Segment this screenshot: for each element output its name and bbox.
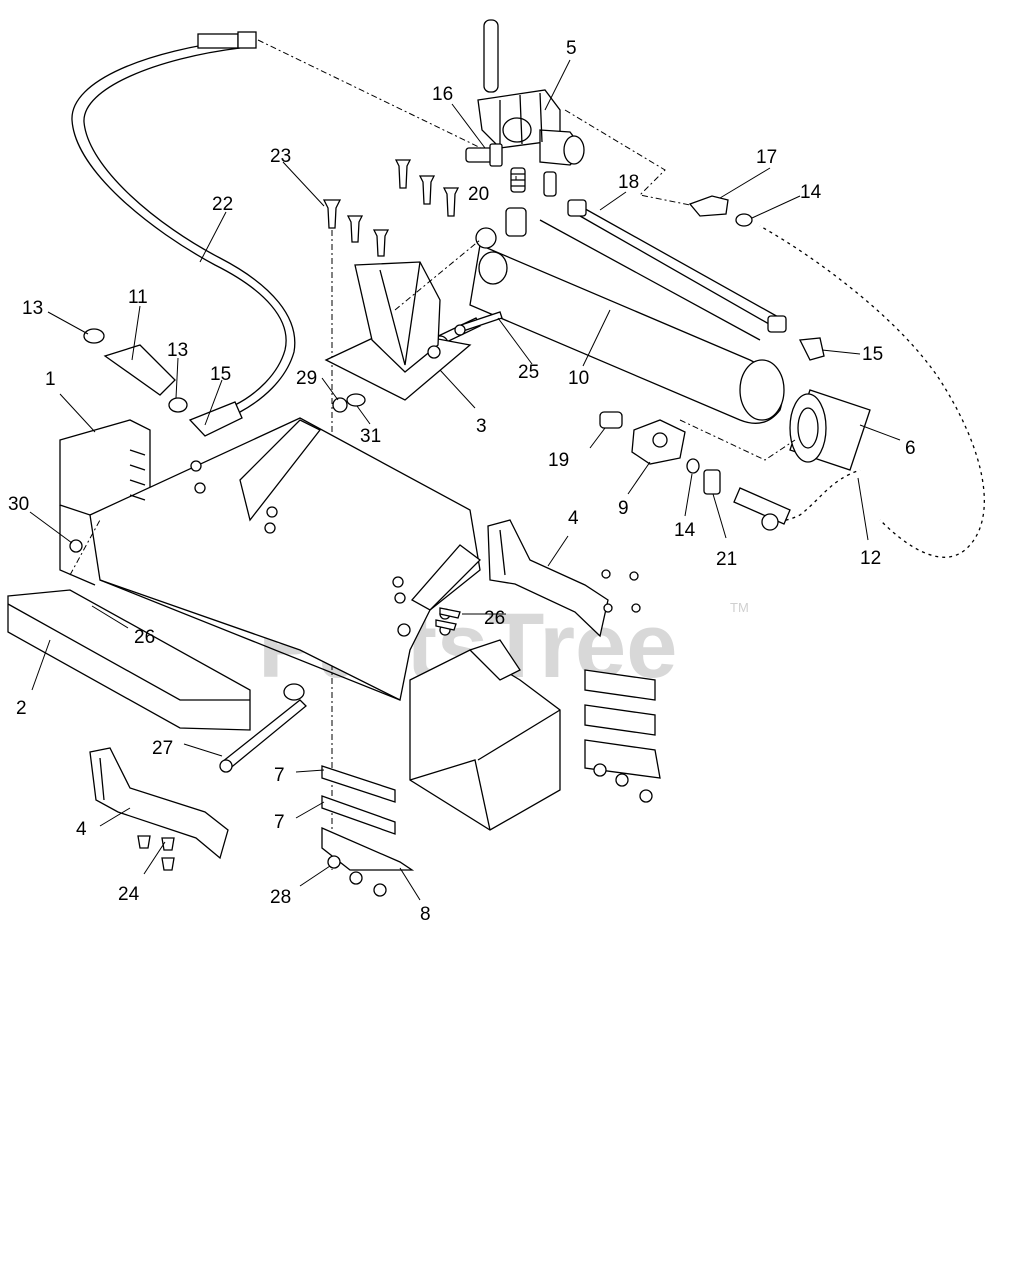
pin-hitch xyxy=(283,683,305,701)
callout-9: 9 xyxy=(618,498,629,519)
part-14-clamp-lower[interactable] xyxy=(686,458,700,474)
callout-15-left: 15 xyxy=(210,364,231,385)
part-19-fitting[interactable] xyxy=(599,411,623,429)
callout-labels: 1 2 3 4 4 5 6 7 7 8 9 10 11 12 13 13 14 … xyxy=(8,38,916,925)
part-2-channel[interactable] xyxy=(7,589,251,731)
callout-19: 19 xyxy=(548,450,569,471)
callout-24: 24 xyxy=(118,884,140,905)
callout-13-lower: 13 xyxy=(167,340,188,361)
hose-end xyxy=(733,487,791,531)
part-30-nut[interactable] xyxy=(69,539,83,553)
callout-18: 18 xyxy=(618,172,639,193)
bracket-right-bolts xyxy=(601,569,641,613)
part-7-plate-upper[interactable] xyxy=(321,765,396,803)
part-31-washer[interactable] xyxy=(346,393,366,407)
part-12-hose-guard[interactable] xyxy=(757,221,990,563)
part-25-pin[interactable] xyxy=(454,311,503,336)
part-11-hose[interactable] xyxy=(103,344,176,396)
part-20-fitting[interactable] xyxy=(510,167,526,193)
callout-1: 1 xyxy=(45,369,56,390)
part-4-bracket-left[interactable] xyxy=(89,747,229,860)
part-13-clamp-upper[interactable] xyxy=(83,328,105,344)
callout-3: 3 xyxy=(476,416,487,437)
callout-12: 12 xyxy=(860,548,881,569)
part-18-tube[interactable] xyxy=(567,199,787,333)
callout-10: 10 xyxy=(568,368,589,389)
callout-7-lower: 7 xyxy=(274,812,285,833)
callout-4-left: 4 xyxy=(76,819,87,840)
callout-2: 2 xyxy=(16,698,27,719)
callout-15-right: 15 xyxy=(862,344,883,365)
leader-lines xyxy=(29,59,901,901)
callout-16: 16 xyxy=(432,84,453,105)
callout-8: 8 xyxy=(420,904,431,925)
part-27-pin[interactable] xyxy=(219,699,307,773)
callout-6: 6 xyxy=(905,438,916,459)
part-28-nuts[interactable] xyxy=(327,855,387,897)
watermark-trademark: TM xyxy=(730,600,749,615)
callout-29: 29 xyxy=(296,368,317,389)
part-1-main-beam[interactable] xyxy=(59,417,481,701)
part-7-plate-lower[interactable] xyxy=(321,795,396,835)
callout-25: 25 xyxy=(518,362,539,383)
foot-plate xyxy=(409,639,561,831)
part-6-filter[interactable] xyxy=(789,389,871,471)
part-17-elbow-fitting[interactable] xyxy=(688,195,729,217)
part-4-bracket-right[interactable] xyxy=(487,519,609,638)
callout-11: 11 xyxy=(128,287,148,308)
part-24-bolts[interactable] xyxy=(137,835,175,871)
callout-5: 5 xyxy=(566,38,577,59)
part-9-valve[interactable] xyxy=(631,419,686,465)
strap-plates-right xyxy=(584,669,661,803)
callout-26-left: 26 xyxy=(134,627,155,648)
callout-27: 27 xyxy=(152,738,173,759)
callout-22: 22 xyxy=(212,194,233,215)
callout-7-upper: 7 xyxy=(274,765,285,786)
callout-31: 31 xyxy=(360,426,381,447)
part-10-cylinder[interactable] xyxy=(469,207,785,424)
part-29-nut[interactable] xyxy=(332,397,348,413)
callout-28: 28 xyxy=(270,887,291,908)
part-15-elbow-left[interactable] xyxy=(188,401,243,437)
part-5-control-valve[interactable] xyxy=(477,19,585,166)
part-15-elbow-fitting[interactable] xyxy=(798,337,825,361)
valve-fitting xyxy=(543,171,557,197)
part-13-clamp-lower[interactable] xyxy=(168,397,188,413)
callout-26-right: 26 xyxy=(484,608,505,629)
part-23-bolt[interactable] xyxy=(322,199,342,229)
part-21-fitting[interactable] xyxy=(703,469,721,495)
part-3-wedge-plate[interactable] xyxy=(324,261,472,401)
part-8-plate[interactable] xyxy=(321,827,415,871)
callout-20: 20 xyxy=(468,184,489,205)
callout-17: 17 xyxy=(756,147,777,168)
part-22-hose[interactable] xyxy=(71,31,296,413)
callout-30: 30 xyxy=(8,494,29,515)
callout-4-right: 4 xyxy=(568,508,579,529)
callout-21: 21 xyxy=(716,549,737,570)
callout-13-upper: 13 xyxy=(22,298,43,319)
bolts-top xyxy=(346,159,460,257)
callout-23: 23 xyxy=(270,146,291,167)
part-16-fitting[interactable] xyxy=(465,143,503,167)
callout-14-upper: 14 xyxy=(800,182,822,203)
part-26-bolts-right[interactable] xyxy=(435,607,461,631)
callout-14-lower: 14 xyxy=(674,520,696,541)
part-14-clamp[interactable] xyxy=(735,213,753,227)
